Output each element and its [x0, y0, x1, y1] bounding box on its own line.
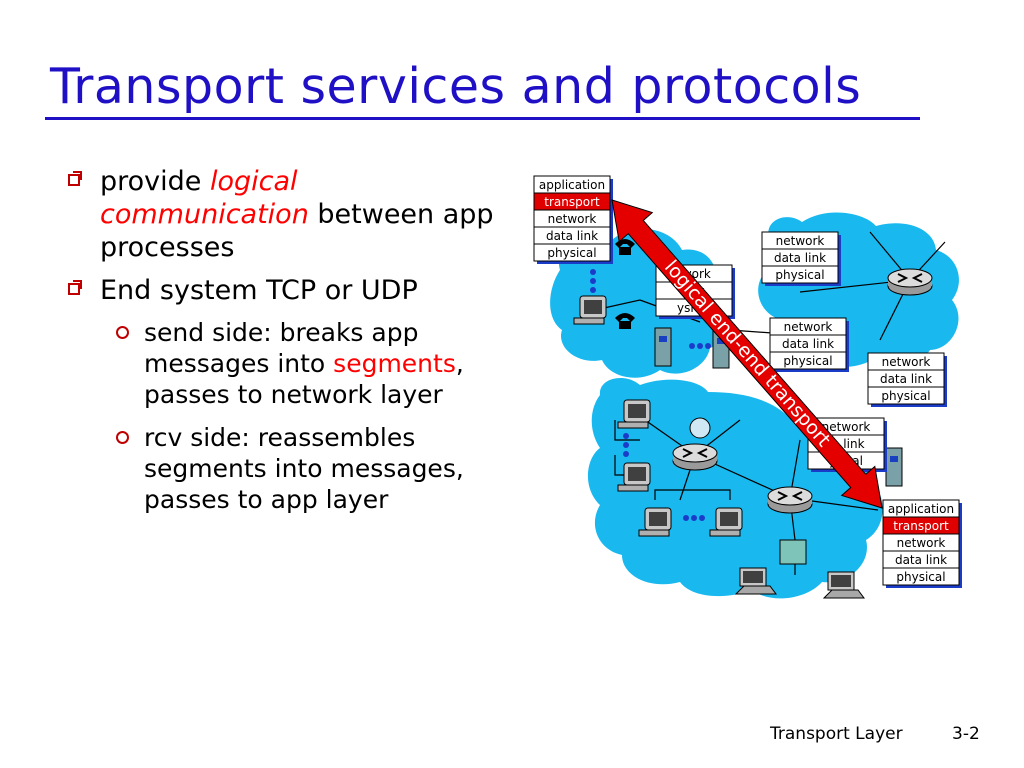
stack-layer-physical — [761, 265, 839, 284]
server-icon — [654, 327, 672, 367]
stack-layer-label: network — [897, 536, 946, 550]
bullet-logical-communication: provide logical communication between ap… — [68, 165, 508, 264]
bullet-text-post: between app processes — [100, 199, 494, 263]
stack-layer-physical — [882, 567, 960, 586]
stack-layer-label: physical — [896, 570, 945, 584]
stack-layer-physical — [533, 243, 611, 262]
wireless-access-point-icon — [779, 539, 807, 565]
stack-layer-label: transport — [544, 195, 600, 209]
stack-layer-physical — [867, 386, 945, 405]
bullet-list: provide logical communication between ap… — [68, 165, 508, 527]
router-icon — [887, 268, 933, 296]
laptop-icon — [823, 571, 865, 599]
stack-layer-label: physical — [775, 268, 824, 282]
stack-layer-label: physical — [881, 389, 930, 403]
stack-layer-label: application — [888, 502, 954, 516]
bullet-text-pre: provide — [100, 166, 210, 197]
stack-layer-label: physical — [783, 354, 832, 368]
stack-router-mid: network data link physical — [769, 317, 849, 372]
subbullet-rcv-side: rcv side: reassembles segments into mess… — [112, 422, 508, 515]
stack-layer-physical — [769, 351, 847, 370]
bullet-box-icon — [68, 280, 82, 295]
stack-layer-label: data link — [782, 337, 834, 351]
stack-layer-label: physical — [547, 246, 596, 260]
stack-router-right: network data link physical — [867, 352, 947, 407]
subbullet-text-em: segments — [333, 349, 456, 378]
slide-title: Transport services and protocols — [50, 58, 862, 115]
stack-layer-label: network — [548, 212, 597, 226]
router-icon — [767, 486, 813, 514]
bullet-text-em: logical communication — [100, 166, 309, 230]
stack-layer-label: network — [784, 320, 833, 334]
stack-layer-label: network — [882, 355, 931, 369]
stack-layer-label: data link — [895, 553, 947, 567]
stack-layer-label: network — [776, 234, 825, 248]
bullet-tcp-udp: End system TCP or UDP — [68, 274, 508, 307]
title-underline — [45, 117, 920, 120]
satellite-dish-icon — [689, 417, 711, 439]
stack-layer-label: data link — [880, 372, 932, 386]
stack-dest: application transport network data link phys… — [882, 499, 962, 588]
bullet-circle-icon — [116, 326, 129, 339]
bullet-box-icon — [68, 171, 82, 186]
ellipsis-dots — [590, 269, 711, 521]
stack-layer-label: transport — [893, 519, 949, 533]
stack-layer-label: data link — [546, 229, 598, 243]
subbullet-text-post: , passes to network layer — [144, 349, 464, 409]
subbullet-send-side: send side: breaks app messages into segm… — [112, 317, 508, 410]
subbullet-text-pre: send side: breaks app messages into — [144, 318, 419, 378]
stack-router-top: network data link physical — [761, 231, 841, 286]
footer-page-number: 3-2 — [952, 724, 980, 744]
subbullet-text: rcv side: reassembles segments into mess… — [144, 423, 464, 514]
stack-layer-label: network — [822, 420, 871, 434]
bullet-circle-icon — [116, 431, 129, 444]
bullet-text: End system TCP or UDP — [100, 275, 418, 306]
stack-layer-label: application — [539, 178, 605, 192]
router-icon — [672, 443, 718, 471]
stack-layer-label: data link — [774, 251, 826, 265]
stack-source: application transport network data link phys… — [533, 175, 613, 264]
footer-chapter: Transport Layer — [770, 724, 903, 744]
server-icon — [885, 447, 903, 487]
